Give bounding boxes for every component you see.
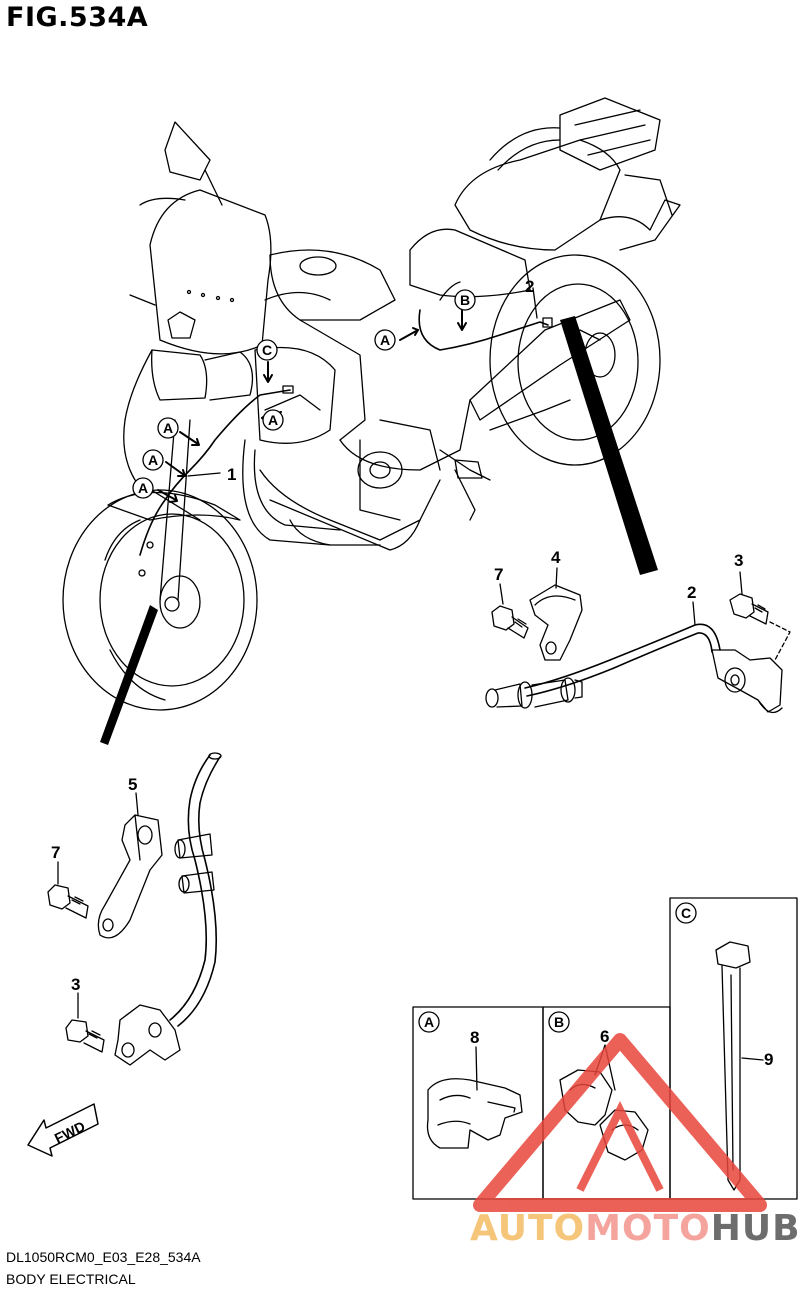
callout-3-rear: 3	[734, 551, 743, 570]
ref-a-5: A	[268, 412, 278, 428]
detail-box-c	[669, 897, 798, 1200]
callout-8: 8	[470, 1028, 479, 1047]
callout-1: 1	[227, 465, 236, 484]
callout-6: 6	[600, 1027, 609, 1046]
rear-sensor-head	[711, 649, 783, 713]
fwd-direction-arrow	[27, 1103, 99, 1157]
box-b-label: B	[554, 1014, 564, 1030]
callout-2-sensor: 2	[687, 583, 696, 602]
callout-numbers: 1 2 2 3 3 4 5 6 7 7 8 9	[51, 277, 773, 1069]
ref-a-3: A	[148, 452, 158, 468]
callout-2-top: 2	[525, 277, 534, 296]
rear-wheel	[489, 254, 661, 466]
box-c-label: C	[681, 905, 691, 921]
figure-title: FIG.534A	[6, 2, 149, 33]
watermark-moto: MOTO	[585, 1208, 711, 1249]
figure-code: DL1050RCM0_E03_E28_534A	[6, 1249, 201, 1265]
bolt-7-front	[47, 884, 71, 910]
ref-a-4: A	[138, 480, 148, 496]
watermark-hub: HUB	[710, 1208, 800, 1249]
ref-a-1: A	[380, 332, 390, 348]
clamp-4	[529, 584, 583, 661]
bolt-7-rear	[491, 605, 515, 631]
watermark-text: AUTOMOTOHUB	[470, 1208, 800, 1249]
ref-c-1: C	[262, 342, 272, 358]
ref-b-1: B	[460, 292, 470, 308]
box-a-label: A	[424, 1014, 434, 1030]
bracket-5	[97, 814, 163, 939]
watermark-auto: AUTO	[470, 1208, 586, 1249]
front-wire-harness	[139, 389, 291, 556]
rear-rack	[559, 97, 661, 171]
rear-wire-harness	[418, 309, 549, 351]
section-title: BODY ELECTRICAL	[6, 1271, 136, 1287]
front-sensor-head	[114, 1004, 181, 1066]
rear-pointer-arrow	[560, 316, 658, 575]
mirror	[164, 121, 211, 181]
reference-letters: A B C A A A A A B C	[138, 292, 691, 1030]
callout-7-front: 7	[51, 843, 60, 862]
callout-3-front: 3	[71, 975, 80, 994]
motorcycle-illustration	[62, 97, 681, 711]
cable-tie-9	[715, 941, 751, 969]
bolt-3-rear	[729, 593, 755, 619]
callout-7-rear: 7	[494, 565, 503, 584]
callout-9: 9	[764, 1050, 773, 1069]
front-wheel-speed-sensor-detail	[47, 752, 222, 1066]
rear-wheel-speed-sensor-detail	[485, 567, 791, 714]
windscreen	[149, 189, 272, 355]
watermark-logo	[473, 1033, 767, 1212]
front-sensor-cable	[169, 754, 211, 1021]
clamp-8	[426, 1078, 523, 1149]
reference-markers	[132, 289, 697, 1033]
callout-4: 4	[551, 548, 561, 567]
callout-5: 5	[128, 775, 137, 794]
front-pointer-arrow	[100, 605, 158, 745]
ref-a-2: A	[163, 420, 173, 436]
seat	[409, 228, 531, 298]
bolt-3-front	[65, 1019, 89, 1043]
